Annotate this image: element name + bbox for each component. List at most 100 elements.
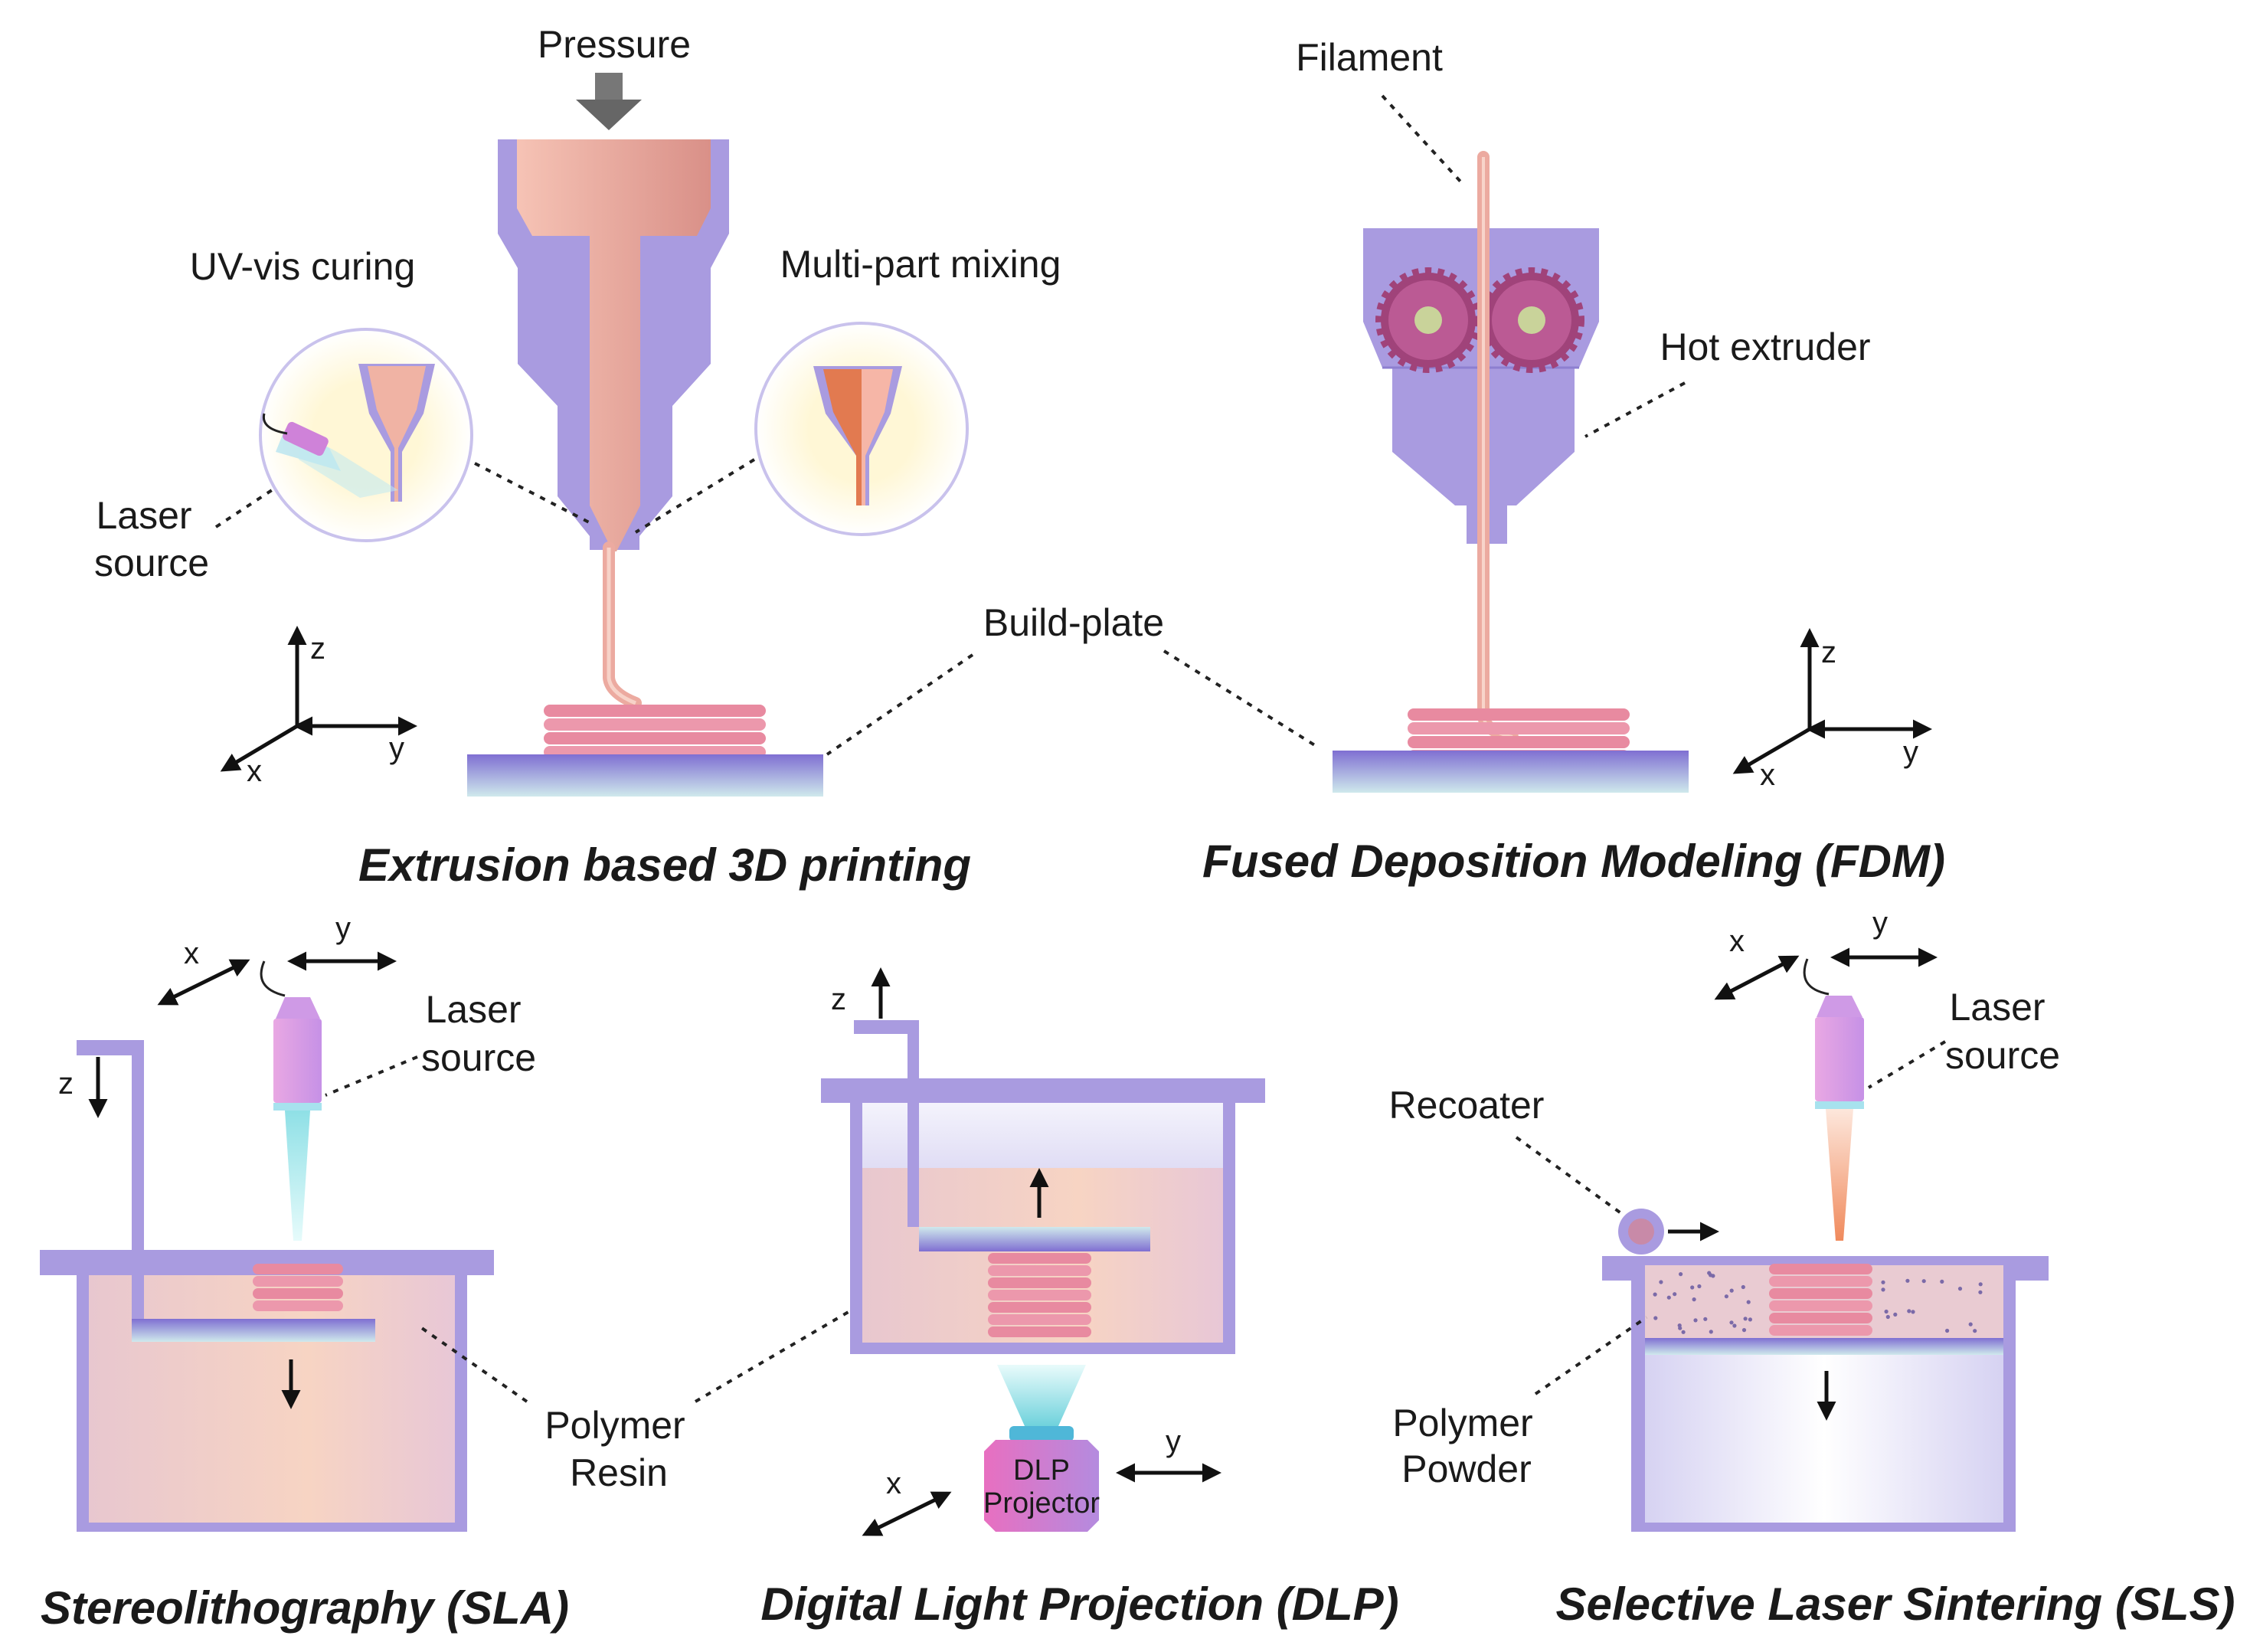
fdm-title: Fused Deposition Modeling (FDM) [1202, 836, 1945, 887]
powder-particle [1679, 1272, 1683, 1277]
recoater-roller-icon [1618, 1209, 1719, 1255]
powder-dots [1653, 1271, 1983, 1334]
uv-laser-pen-icon [262, 413, 398, 498]
powder-particle [1884, 1309, 1889, 1314]
pressure-label: Pressure [538, 23, 691, 66]
powder-particle [1748, 1317, 1752, 1322]
dlp-projector-label-line1: DLP [1013, 1454, 1070, 1487]
powder-particle [1693, 1318, 1698, 1323]
powder-particle [1940, 1279, 1944, 1284]
fdm-panel: Filament Hot extruder [1202, 36, 1945, 887]
sla-printed-layers [253, 1264, 343, 1311]
powder-particle [1905, 1278, 1910, 1283]
uv-curing-label: UV-vis curing [190, 245, 416, 288]
powder-particle [1746, 1300, 1751, 1304]
polymer-powder-label-line2: Powder [1401, 1448, 1532, 1490]
powder-particle [1703, 1317, 1708, 1321]
build-plate-label: Build-plate [983, 601, 1164, 644]
powder-particle [1697, 1284, 1702, 1289]
sla-panel: Laser source z x y Stereolithography (SL… [40, 911, 569, 1634]
fdm-axis-z: z [1821, 636, 1836, 669]
fdm-build-plate [1333, 751, 1689, 793]
dlp-axis-x: x [886, 1467, 901, 1500]
syringe-reservoir [517, 139, 711, 551]
extrusion-axis-y: y [389, 731, 404, 765]
extrusion-laser-label-line2: source [94, 541, 209, 584]
sla-laser-label-line2: source [421, 1036, 536, 1079]
dlp-title: Digital Light Projection (DLP) [760, 1578, 1398, 1630]
powder-particle [1973, 1329, 1977, 1333]
fdm-axis-y: y [1903, 735, 1918, 769]
sla-title: Stereolithography (SLA) [41, 1582, 569, 1634]
sla-axes: z x y [58, 911, 397, 1118]
powder-particle [1881, 1287, 1885, 1292]
powder-particle [1653, 1292, 1657, 1297]
polymer-resin-label-line1: Polymer [544, 1404, 685, 1447]
powder-particle [1724, 1294, 1728, 1299]
sla-z-stage [77, 1040, 144, 1319]
dlp-axes: z x y [831, 967, 1221, 1536]
powder-particle [1690, 1285, 1695, 1290]
powder-particle [1978, 1282, 1983, 1287]
dlp-projector: DLP Projector [983, 1365, 1100, 1532]
powder-particle [1743, 1317, 1748, 1321]
sls-axis-y: y [1872, 906, 1888, 940]
powder-particle [1741, 1284, 1745, 1290]
multi-part-mixing-label: Multi-part mixing [780, 243, 1061, 286]
sls-title: Selective Laser Sintering (SLS) [1556, 1578, 2235, 1630]
dlp-projector-label-line2: Projector [983, 1487, 1100, 1520]
powder-particle [1945, 1328, 1950, 1333]
fdm-axes: z y x [1732, 628, 1932, 792]
sls-axis-x: x [1729, 924, 1745, 958]
multi-part-mixing-inset [754, 322, 969, 536]
sla-laser-head-icon [260, 960, 322, 1241]
polymer-resin-label-line2: Resin [570, 1451, 668, 1494]
drive-gear-right-icon [1479, 267, 1584, 373]
filament-label: Filament [1296, 36, 1443, 79]
extrusion-laser-label-line1: Laser [96, 494, 191, 537]
powder-particle [1692, 1297, 1696, 1302]
fdm-axis-x: x [1760, 758, 1775, 792]
sla-axis-x: x [184, 937, 199, 970]
sls-laser-head-icon [1803, 958, 1864, 1241]
powder-particle [1978, 1290, 1983, 1294]
drive-gear-left-icon [1375, 267, 1481, 373]
powder-particle [1681, 1330, 1686, 1334]
sls-laser-label-line1: Laser [1949, 986, 2045, 1029]
sls-laser-label-line2: source [1945, 1034, 2060, 1077]
powder-particle [1911, 1310, 1915, 1314]
powder-particle [1729, 1288, 1734, 1293]
pressure-arrow-icon [576, 73, 642, 130]
dlp-axis-y: y [1166, 1425, 1181, 1458]
extrusion-title: Extrusion based 3D printing [358, 839, 971, 891]
dlp-axis-z: z [831, 983, 846, 1016]
powder-particle [1907, 1309, 1911, 1313]
powder-particle [1881, 1280, 1885, 1284]
extruded-strand [603, 541, 642, 709]
extrusion-panel: Pressure UV-vis curing [94, 23, 1061, 891]
powder-particle [1659, 1280, 1663, 1284]
powder-particle [1666, 1295, 1671, 1300]
sla-platform [132, 1319, 375, 1342]
printed-layers [544, 705, 766, 758]
dlp-platform [919, 1227, 1150, 1251]
polymer-powder-label-line1: Polymer [1392, 1402, 1532, 1444]
sla-axis-z: z [58, 1067, 74, 1101]
sls-sintered-layers [1769, 1264, 1872, 1336]
hot-extruder-label: Hot extruder [1660, 325, 1870, 368]
uv-curing-inset [259, 328, 473, 542]
extrusion-axes: z y x [220, 626, 417, 788]
sls-axes: x y [1714, 906, 1938, 1000]
sls-piston [1645, 1338, 2003, 1355]
powder-particle [1921, 1279, 1926, 1284]
powder-particle [1741, 1328, 1747, 1333]
extrusion-axis-z: z [310, 632, 325, 666]
powder-particle [1678, 1326, 1683, 1330]
dlp-printed-layers [988, 1253, 1091, 1337]
recoater-label: Recoater [1389, 1084, 1545, 1127]
powder-particle [1885, 1314, 1890, 1320]
powder-particle [1707, 1271, 1712, 1275]
powder-particle [1968, 1322, 1973, 1327]
